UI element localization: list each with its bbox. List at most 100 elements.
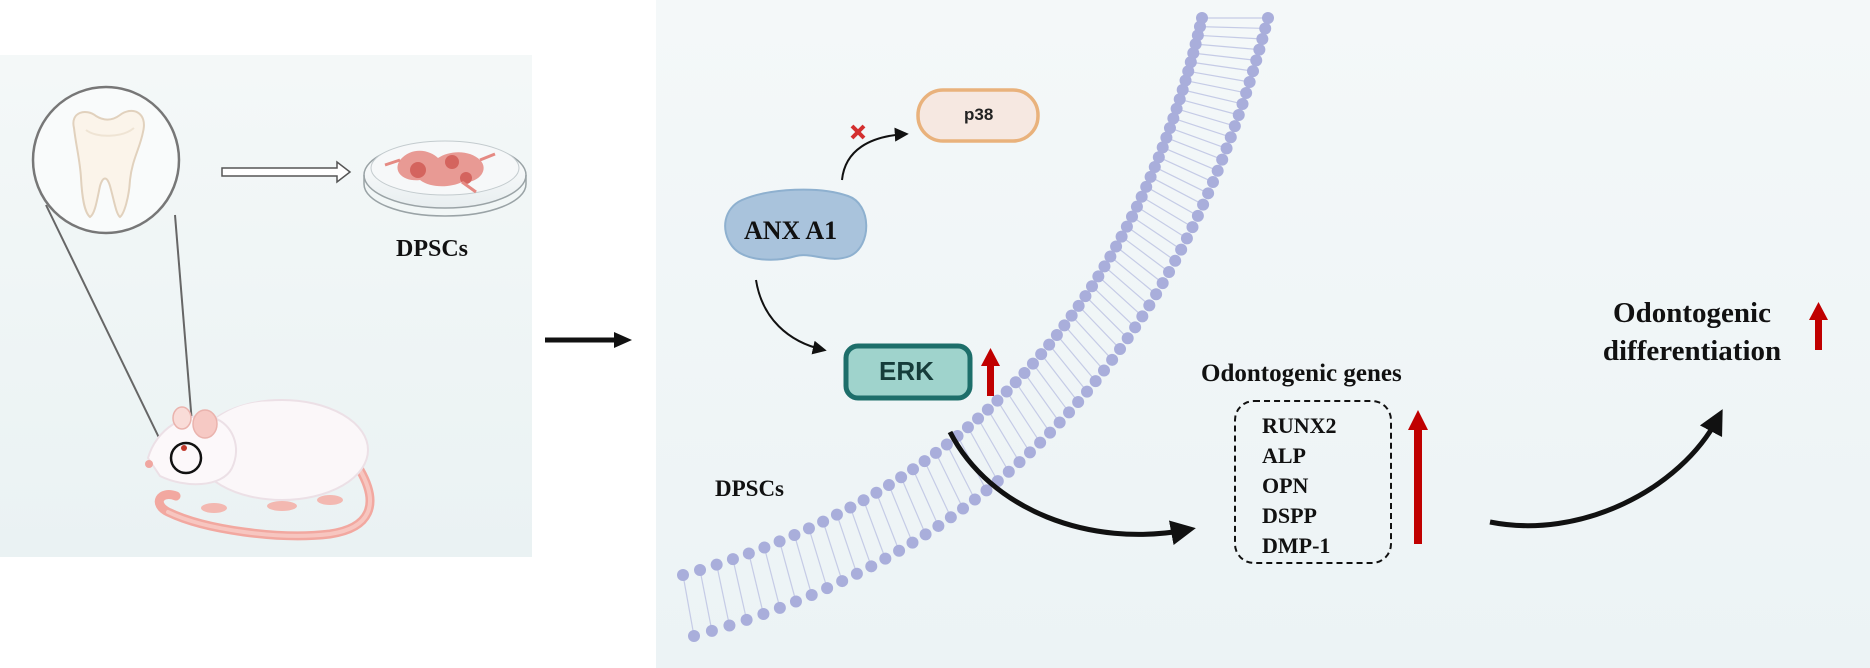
membrane-tail bbox=[1104, 265, 1150, 306]
membrane-head bbox=[1160, 131, 1173, 144]
membrane-tail bbox=[1063, 324, 1105, 371]
membrane-head bbox=[1182, 65, 1195, 78]
membrane-head bbox=[1243, 76, 1256, 89]
membrane-head bbox=[1120, 220, 1133, 233]
membrane-head bbox=[1144, 170, 1157, 183]
membrane-tail bbox=[849, 507, 872, 567]
membrane-tail bbox=[1085, 295, 1129, 339]
membrane-head bbox=[1026, 357, 1039, 370]
signaling-panel bbox=[656, 0, 1870, 668]
membrane-tail bbox=[977, 418, 1010, 472]
membrane-head bbox=[865, 560, 878, 573]
membrane-tail bbox=[682, 574, 695, 637]
membrane-head bbox=[918, 455, 931, 468]
membrane-head bbox=[879, 552, 892, 565]
membrane-tail bbox=[987, 409, 1021, 463]
membrane-head bbox=[805, 588, 818, 601]
membrane-tail bbox=[1006, 391, 1041, 443]
membrane-tail bbox=[1145, 186, 1199, 217]
p38-protein bbox=[916, 88, 1040, 143]
membrane-head bbox=[1098, 364, 1110, 377]
membrane-tail bbox=[1158, 156, 1214, 183]
membrane-head bbox=[1013, 456, 1026, 469]
erk-label: ERK bbox=[879, 356, 934, 386]
membrane-head bbox=[1240, 86, 1253, 99]
membrane-tail bbox=[1166, 137, 1223, 161]
gene-item: ALP bbox=[1262, 443, 1306, 468]
membrane-head bbox=[1081, 385, 1094, 398]
membrane-head bbox=[1179, 74, 1192, 87]
membrane-tail bbox=[716, 564, 731, 626]
membrane-head bbox=[1079, 290, 1092, 303]
membrane-head bbox=[688, 630, 700, 642]
membrane-head bbox=[1148, 161, 1161, 174]
membrane-head bbox=[726, 553, 739, 566]
membrane-head bbox=[817, 515, 830, 528]
membrane-tail bbox=[946, 444, 976, 500]
membrane-head bbox=[1000, 385, 1013, 398]
membrane-tail bbox=[1126, 226, 1176, 262]
membrane-head bbox=[1152, 151, 1165, 164]
membrane-head bbox=[758, 541, 771, 554]
membrane-head bbox=[906, 536, 919, 549]
membrane-tail bbox=[1056, 334, 1097, 382]
membrane-head bbox=[907, 463, 920, 476]
membrane-head bbox=[1018, 367, 1031, 380]
membrane-head bbox=[1140, 180, 1153, 193]
membrane-tail bbox=[836, 514, 858, 574]
membrane-tail bbox=[1091, 285, 1136, 328]
membrane-tail bbox=[924, 460, 952, 518]
membrane-head bbox=[1236, 97, 1249, 110]
tooth-icon bbox=[72, 110, 145, 219]
membrane-head bbox=[1169, 254, 1182, 267]
membrane-head bbox=[757, 608, 770, 621]
membrane-head bbox=[1186, 221, 1199, 234]
membrane-head bbox=[1211, 164, 1224, 177]
membrane-head bbox=[1002, 465, 1015, 478]
membrane-tail bbox=[1195, 43, 1260, 51]
membrane-head bbox=[929, 446, 942, 459]
rat-icon bbox=[145, 399, 375, 541]
membrane-tail bbox=[763, 547, 781, 609]
membrane-head bbox=[694, 563, 707, 576]
membrane-head bbox=[1126, 210, 1139, 223]
membrane-head bbox=[1176, 83, 1189, 96]
erk-to-genes-arrow bbox=[947, 430, 1196, 546]
membrane-head bbox=[1044, 426, 1057, 439]
membrane-tail bbox=[1173, 117, 1231, 138]
anxa1-protein bbox=[724, 188, 868, 261]
membrane-head bbox=[789, 595, 802, 608]
membrane-head bbox=[773, 601, 786, 614]
membrane-head bbox=[919, 528, 932, 541]
membrane-head bbox=[893, 544, 906, 557]
membrane-tail bbox=[1190, 61, 1254, 72]
membrane-head bbox=[710, 558, 723, 571]
membrane-head bbox=[788, 528, 801, 541]
membrane-head bbox=[740, 613, 753, 626]
cell-membrane bbox=[677, 12, 1274, 642]
membrane-head bbox=[1180, 232, 1193, 245]
membrane-tail bbox=[793, 534, 813, 596]
membrane-tail bbox=[1199, 25, 1266, 30]
membrane-head bbox=[1247, 65, 1260, 78]
membrane-head bbox=[821, 582, 834, 595]
membrane-tail bbox=[1115, 246, 1164, 284]
membrane-head bbox=[677, 569, 689, 581]
differentiation-up-arrow-icon bbox=[1809, 302, 1828, 350]
membrane-head bbox=[1129, 321, 1142, 334]
outcome-line-1: Odontogenic bbox=[1613, 297, 1771, 329]
erk-protein bbox=[843, 343, 973, 401]
membrane-head bbox=[961, 421, 974, 434]
membrane-tail bbox=[1141, 196, 1193, 228]
membrane-head bbox=[1220, 142, 1233, 155]
dpscs-dish-label: DPSCs bbox=[396, 236, 469, 262]
membrane-head bbox=[1256, 33, 1269, 46]
erk-up-arrow-icon bbox=[981, 348, 1000, 396]
membrane-head bbox=[1259, 22, 1272, 35]
membrane-head bbox=[991, 394, 1004, 407]
membrane-head bbox=[773, 535, 786, 548]
genes-box: RUNX2 ALP OPN DSPP DMP-1 bbox=[1234, 400, 1392, 564]
membrane-tail bbox=[1188, 70, 1250, 83]
membrane-tail bbox=[1179, 98, 1239, 116]
membrane-head bbox=[830, 508, 843, 521]
